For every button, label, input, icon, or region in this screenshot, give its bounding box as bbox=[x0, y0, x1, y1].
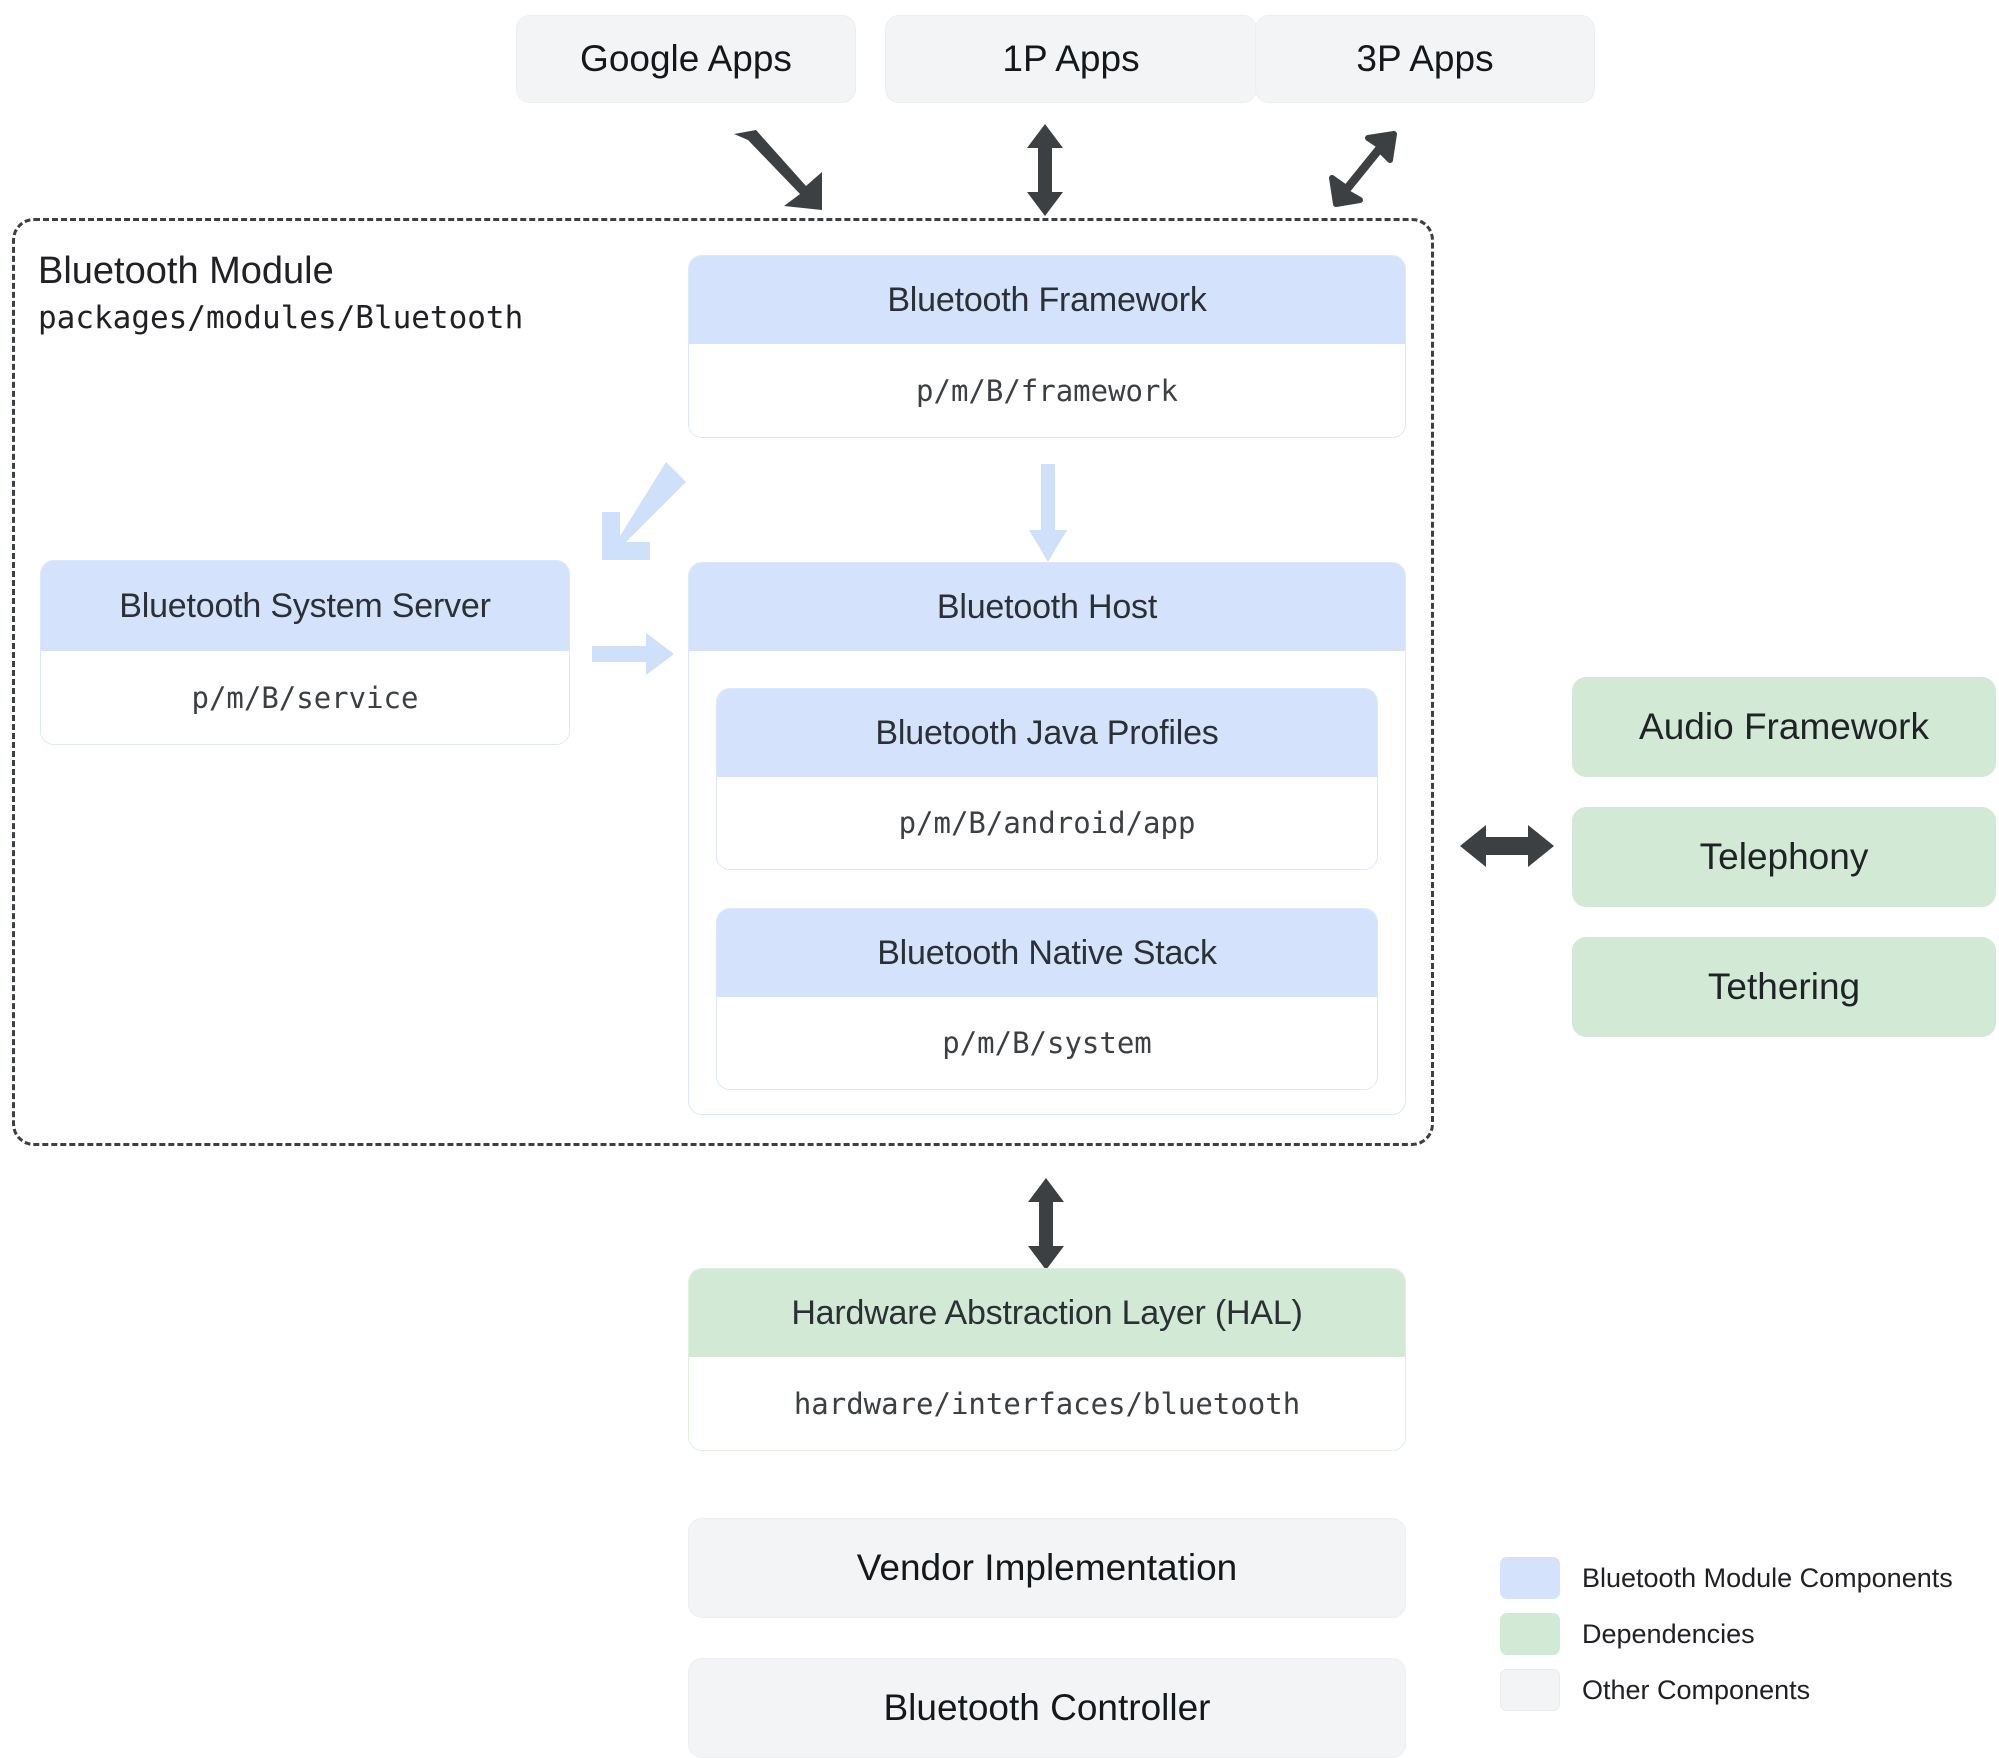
google-apps-box[interactable]: Google Apps bbox=[516, 15, 856, 103]
legend-row-module-components: Bluetooth Module Components bbox=[1500, 1552, 1953, 1604]
bluetooth-native-stack-path: p/m/B/system bbox=[717, 997, 1377, 1089]
telephony-box[interactable]: Telephony bbox=[1572, 807, 1996, 907]
legend-row-dependencies: Dependencies bbox=[1500, 1608, 1953, 1660]
audio-framework-label: Audio Framework bbox=[1639, 706, 1929, 747]
diagonal-down-left-arrow-icon bbox=[734, 130, 822, 210]
legend-label-dependencies: Dependencies bbox=[1582, 1618, 1755, 1649]
1p-apps-box[interactable]: 1P Apps bbox=[885, 15, 1257, 103]
legend: Bluetooth Module Components Dependencies… bbox=[1500, 1552, 1953, 1720]
google-apps-label: Google Apps bbox=[580, 38, 792, 79]
tethering-label: Tethering bbox=[1707, 966, 1861, 1007]
audio-framework-box[interactable]: Audio Framework bbox=[1572, 677, 1996, 777]
1p-apps-label: 1P Apps bbox=[1002, 38, 1140, 79]
bluetooth-java-profiles-path: p/m/B/android/app bbox=[717, 777, 1377, 869]
bluetooth-module-path: packages/modules/Bluetooth bbox=[38, 300, 524, 336]
module-to-hal-double-arrow-icon bbox=[1028, 1178, 1064, 1270]
vendor-implementation-label: Vendor Implementation bbox=[856, 1547, 1238, 1588]
bluetooth-system-server-path: p/m/B/service bbox=[41, 651, 569, 744]
bluetooth-host-title: Bluetooth Host bbox=[689, 563, 1405, 651]
bluetooth-module-frame bbox=[12, 218, 1434, 1146]
bluetooth-controller-box[interactable]: Bluetooth Controller bbox=[688, 1658, 1406, 1758]
bluetooth-native-stack-box[interactable]: Bluetooth Native Stack p/m/B/system bbox=[716, 908, 1378, 1090]
bluetooth-java-profiles-title: Bluetooth Java Profiles bbox=[717, 689, 1377, 777]
system-server-to-host-arrow-icon bbox=[592, 633, 674, 675]
framework-to-host-arrow-icon bbox=[1029, 464, 1067, 562]
diagonal-double-arrow-icon bbox=[1329, 131, 1397, 207]
telephony-label: Telephony bbox=[1699, 836, 1869, 877]
3p-apps-label: 3P Apps bbox=[1356, 38, 1494, 79]
bluetooth-framework-title: Bluetooth Framework bbox=[689, 256, 1405, 344]
host-to-dependencies-double-arrow-icon bbox=[1460, 825, 1554, 867]
hal-path: hardware/interfaces/bluetooth bbox=[689, 1357, 1405, 1450]
hal-title: Hardware Abstraction Layer (HAL) bbox=[689, 1269, 1405, 1357]
legend-label-module-components: Bluetooth Module Components bbox=[1582, 1562, 1953, 1593]
host-to-framework-diagonal-arrow-icon bbox=[602, 462, 686, 560]
legend-swatch-dependencies bbox=[1500, 1613, 1560, 1655]
bluetooth-framework-box[interactable]: Bluetooth Framework p/m/B/framework bbox=[688, 255, 1406, 438]
legend-swatch-module-components bbox=[1500, 1557, 1560, 1599]
3p-apps-box[interactable]: 3P Apps bbox=[1255, 15, 1595, 103]
bluetooth-module-title: Bluetooth Module bbox=[38, 250, 334, 292]
bluetooth-system-server-box[interactable]: Bluetooth System Server p/m/B/service bbox=[40, 560, 570, 745]
vendor-implementation-box[interactable]: Vendor Implementation bbox=[688, 1518, 1406, 1618]
bluetooth-framework-path: p/m/B/framework bbox=[689, 344, 1405, 437]
bluetooth-java-profiles-box[interactable]: Bluetooth Java Profiles p/m/B/android/ap… bbox=[716, 688, 1378, 870]
bluetooth-controller-label: Bluetooth Controller bbox=[883, 1687, 1211, 1728]
vertical-double-arrow-icon bbox=[1027, 124, 1063, 216]
hal-box[interactable]: Hardware Abstraction Layer (HAL) hardwar… bbox=[688, 1268, 1406, 1451]
legend-label-other-components: Other Components bbox=[1582, 1674, 1811, 1705]
bluetooth-native-stack-title: Bluetooth Native Stack bbox=[717, 909, 1377, 997]
tethering-box[interactable]: Tethering bbox=[1572, 937, 1996, 1037]
legend-swatch-other-components bbox=[1500, 1669, 1560, 1711]
bluetooth-system-server-title: Bluetooth System Server bbox=[41, 561, 569, 651]
legend-row-other-components: Other Components bbox=[1500, 1664, 1953, 1716]
